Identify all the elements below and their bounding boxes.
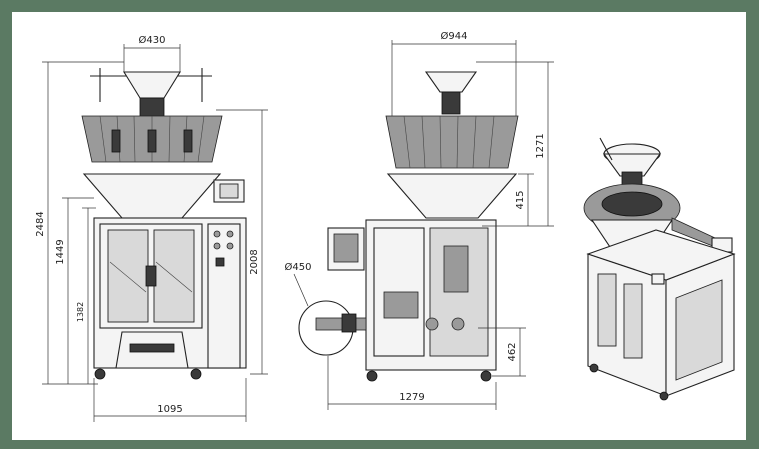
front-total-height-label: 2484 — [35, 211, 46, 236]
front-lower-height-label: 1382 — [76, 302, 85, 322]
side-top-diameter-label: Ø944 — [441, 30, 468, 42]
front-width-label: 1095 — [157, 404, 182, 415]
front-view: Ø430 2484 1449 1382 2008 — [35, 34, 268, 422]
side-outlet-height-label: 462 — [507, 342, 518, 361]
drawing-sheet: Ø430 2484 1449 1382 2008 — [12, 12, 746, 440]
side-depth-label: 1279 — [399, 392, 424, 403]
side-film-diameter-label: Ø450 — [285, 261, 312, 273]
side-hopper-height-label: 415 — [515, 190, 526, 209]
front-top-diameter-label: Ø430 — [139, 34, 166, 46]
side-upper-height-label: 1271 — [535, 133, 546, 158]
technical-drawing: Ø430 2484 1449 1382 2008 — [35, 30, 736, 422]
front-mid-height-label: 1449 — [55, 239, 66, 264]
front-frame-height-label: 2008 — [249, 249, 260, 274]
iso-view — [583, 137, 736, 401]
side-view: Ø944 1271 415 Ø450 462 — [285, 30, 554, 410]
